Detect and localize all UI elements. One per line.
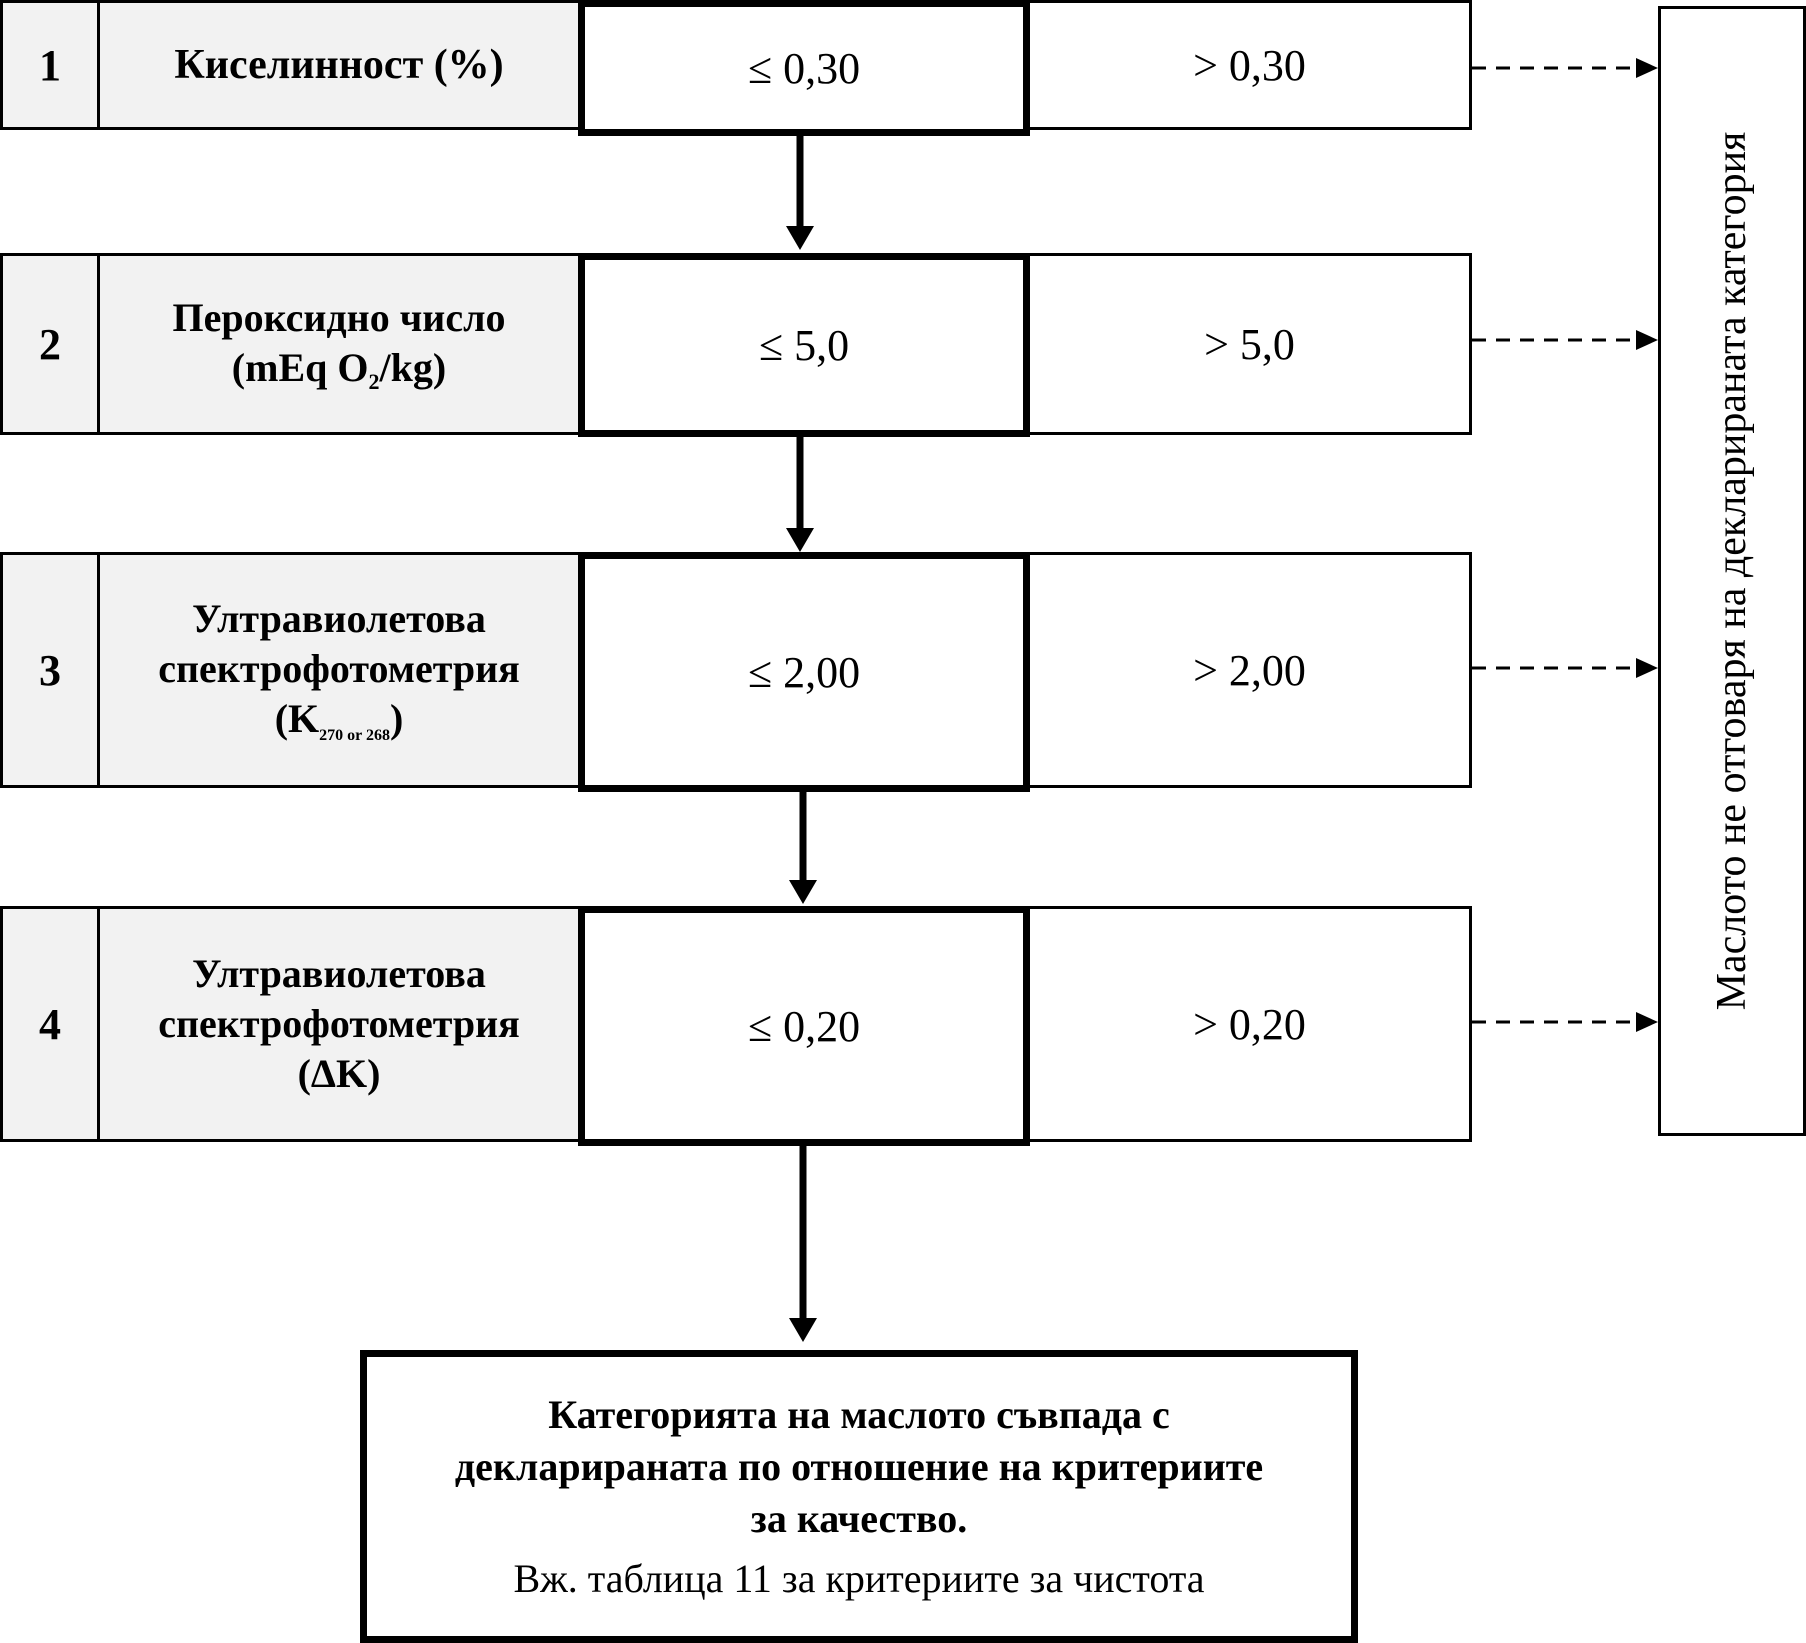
criterion-subscript: 270 or 268 (319, 727, 390, 744)
criterion-text: /kg) (379, 344, 447, 390)
criterion-text: ) (389, 696, 404, 741)
pass-threshold: ≤ 5,0 (578, 253, 1030, 437)
criterion-line: спектрофотометрия (158, 646, 520, 691)
flow-arrowhead-2-3 (786, 528, 814, 552)
criterion-line: (ΔK) (297, 1051, 381, 1096)
criterion-text: (mEq O (231, 344, 369, 390)
pass-threshold: ≤ 0,30 (578, 0, 1030, 136)
criterion-line: Ултравиолетова (192, 951, 486, 996)
criterion-line: спектрофотометрия (158, 1001, 520, 1046)
fail-arrowhead-3 (1636, 658, 1658, 678)
criterion-label: Киселинност (%) (97, 0, 581, 130)
result-text-line: за качество. (750, 1495, 968, 1541)
criterion-text: (K (274, 696, 320, 741)
fail-threshold: > 0,20 (1027, 906, 1472, 1142)
pass-threshold: ≤ 0,20 (578, 906, 1030, 1146)
result-box: Категорията на маслото съвпада с деклари… (360, 1350, 1358, 1643)
fail-threshold: > 2,00 (1027, 552, 1472, 788)
flow-arrowhead-4-result (789, 1318, 817, 1342)
fail-arrowhead-4 (1636, 1012, 1658, 1032)
fail-threshold: > 0,30 (1027, 0, 1472, 130)
result-text-line: Категорията на маслото съвпада с (548, 1391, 1170, 1437)
criterion-label: Ултравиолетова спектрофотометрия (K270 o… (97, 552, 581, 788)
row-number: 2 (0, 253, 100, 435)
fail-threshold: > 5,0 (1027, 253, 1472, 435)
flow-arrowhead-1-2 (786, 226, 814, 250)
nonconformity-box: Маслото не отговаря на декларираната кат… (1658, 6, 1806, 1136)
result-text-line: декларираната по отношение на критериите (454, 1443, 1264, 1489)
row-number: 3 (0, 552, 100, 788)
fail-arrowhead-1 (1636, 58, 1658, 78)
criterion-line: Ултравиолетова (192, 596, 486, 641)
criterion-line: Пероксидно число (172, 294, 506, 340)
row-number: 4 (0, 906, 100, 1142)
criterion-subscript: 2 (368, 368, 380, 394)
flow-arrowhead-3-4 (789, 880, 817, 904)
criterion-label: Ултравиолетова спектрофотометрия (ΔK) (97, 906, 581, 1142)
pass-threshold: ≤ 2,00 (578, 552, 1030, 792)
criterion-label: Пероксидно число (mEq O2/kg) (97, 253, 581, 435)
result-note: Вж. таблица 11 за критериите за чистота (513, 1555, 1205, 1601)
criterion-line: (K270 or 268) (158, 694, 520, 746)
fail-arrowhead-2 (1636, 330, 1658, 350)
criterion-line: (mEq O2/kg) (172, 343, 505, 396)
